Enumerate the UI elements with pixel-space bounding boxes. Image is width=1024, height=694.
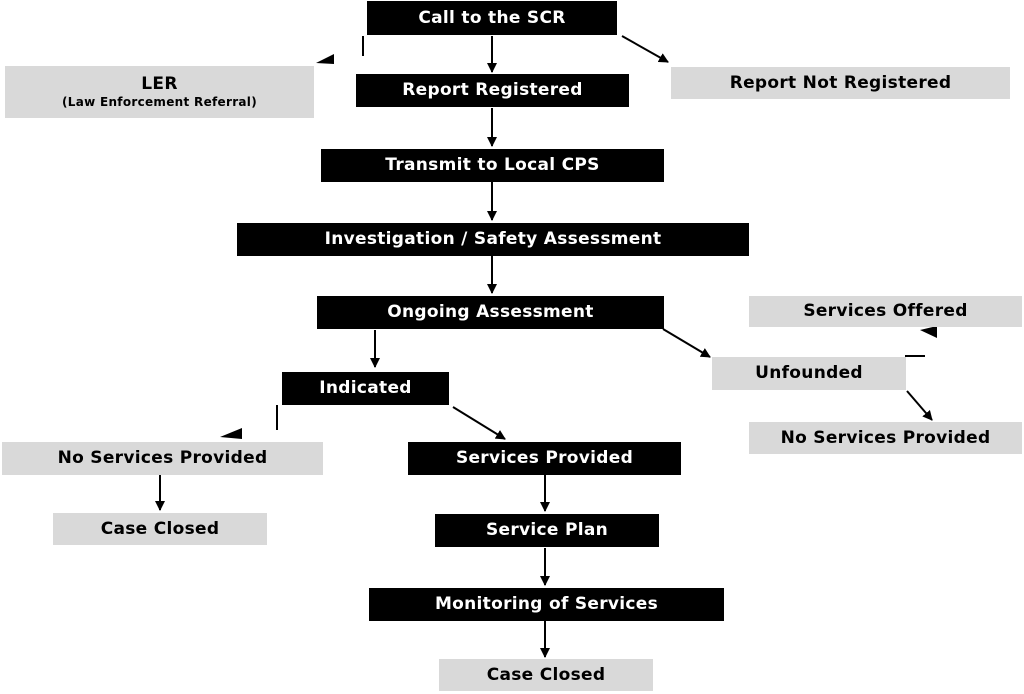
node-monitoring-label: Monitoring of Services: [434, 594, 659, 615]
arrowhead-to-ler: [316, 54, 334, 64]
node-no-services-left-label: No Services Provided: [57, 448, 268, 469]
arrow-unfounded-to-no-services: [906, 390, 933, 421]
node-call-to-scr: Call to the SCR: [367, 1, 617, 35]
node-investigation-safety-assessment: Investigation / Safety Assessment: [237, 223, 749, 256]
node-case-closed-bottom: Case Closed: [439, 659, 653, 691]
node-monitoring-of-services: Monitoring of Services: [369, 588, 724, 621]
node-services-provided: Services Provided: [408, 442, 681, 475]
node-investigation-label: Investigation / Safety Assessment: [324, 229, 662, 250]
node-case-closed-left-label: Case Closed: [100, 518, 220, 539]
arrowhead-to-no-services-left: [220, 428, 242, 439]
node-services-offered: Services Offered: [749, 296, 1022, 327]
node-unfounded-label: Unfounded: [755, 363, 863, 384]
node-case-closed-bottom-label: Case Closed: [486, 664, 606, 685]
node-report-not-registered-label: Report Not Registered: [729, 72, 952, 93]
node-services-provided-label: Services Provided: [455, 448, 634, 469]
arrow-call-to-not-registered: [621, 35, 669, 63]
node-services-offered-label: Services Offered: [803, 301, 968, 322]
node-indicated: Indicated: [282, 372, 449, 405]
arrow-indicated-to-services-provided: [452, 406, 506, 440]
arrow-ongoing-to-unfounded: [662, 328, 711, 358]
node-report-registered: Report Registered: [356, 74, 629, 107]
node-no-services-provided-left: No Services Provided: [2, 442, 323, 475]
node-no-services-provided-right: No Services Provided: [749, 422, 1022, 454]
node-unfounded: Unfounded: [712, 357, 906, 390]
arrowhead-to-services-offered: [920, 326, 937, 338]
node-no-services-right-label: No Services Provided: [780, 427, 991, 448]
node-transmit-to-local-cps: Transmit to Local CPS: [321, 149, 664, 182]
node-call-to-scr-label: Call to the SCR: [418, 7, 566, 28]
node-indicated-label: Indicated: [319, 378, 412, 399]
node-ler-sublabel: (Law Enforcement Referral): [61, 95, 258, 110]
node-case-closed-left: Case Closed: [53, 513, 267, 545]
node-ongoing-label: Ongoing Assessment: [387, 302, 594, 323]
node-ongoing-assessment: Ongoing Assessment: [317, 296, 664, 329]
node-service-plan-label: Service Plan: [485, 520, 609, 541]
node-report-not-registered: Report Not Registered: [671, 67, 1010, 99]
node-transmit-label: Transmit to Local CPS: [385, 155, 600, 176]
node-ler: LER (Law Enforcement Referral): [5, 66, 314, 118]
node-ler-label: LER: [141, 73, 178, 94]
node-report-registered-label: Report Registered: [402, 80, 583, 101]
node-service-plan: Service Plan: [435, 514, 659, 547]
